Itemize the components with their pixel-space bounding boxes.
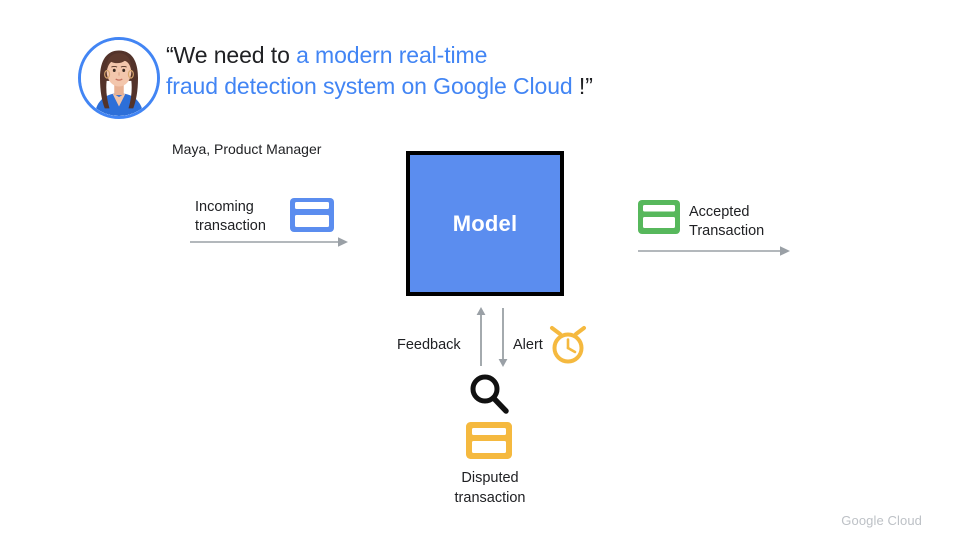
incoming-transaction-label-line1: Incoming [195,199,254,215]
arrow-up-icon [476,307,486,366]
model-label: Model [452,210,518,236]
credit-card-icon [638,200,680,234]
alarm-clock-icon [550,326,586,364]
credit-card-icon [466,422,512,459]
disputed-transaction-label-line2: transaction [454,490,526,506]
disputed-transaction-label: Disputed transaction [410,468,570,508]
quote-part-1: “We need to [166,42,297,68]
magnifying-glass-icon [470,374,509,414]
quote-text: “We need to a modern real-time fraud det… [166,40,696,102]
incoming-transaction-label-line2: transaction [195,218,266,234]
quote-line-1: “We need to a modern real-time [166,40,696,71]
alert-label: Alert [513,337,543,353]
feedback-label: Feedback [397,337,461,353]
accepted-transaction-label-line1: Accepted [689,204,750,220]
disputed-transaction-label-line1: Disputed [461,470,519,486]
incoming-transaction-label: Incoming transaction [195,198,266,236]
avatar [78,37,160,119]
quote-attribution: Maya, Product Manager [172,141,322,157]
quote-block: “We need to a modern real-time fraud det… [78,32,698,157]
arrow-right-icon [638,246,790,256]
model-box: Model [406,151,564,296]
accepted-transaction-label-line2: Transaction [689,223,765,239]
quote-line-2: fraud detection system on Google Cloud !… [166,71,696,102]
quote-highlight-1: a modern real-time [296,42,488,68]
credit-card-icon [290,198,334,232]
person-avatar-photo [81,40,157,116]
quote-part-4: !” [572,73,593,99]
quote-highlight-2: fraud detection system on Google Cloud [166,73,573,99]
arrow-right-icon [190,237,348,247]
arrow-down-icon [498,308,508,367]
google-cloud-logo: Google Cloud [841,513,922,528]
accepted-transaction-label: Accepted Transaction [689,203,764,241]
